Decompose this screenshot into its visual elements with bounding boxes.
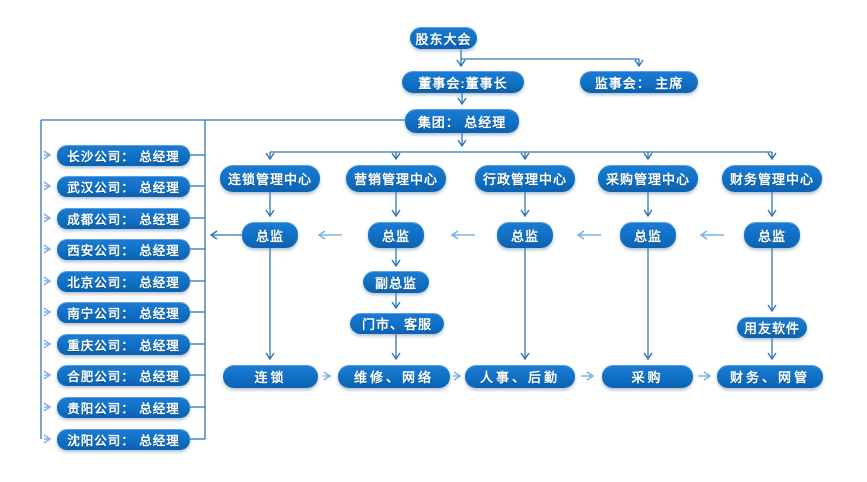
node-group-general-manager: 集团： 总经理 [405, 109, 519, 133]
node-board-of-directors: 董事会:董事长 [402, 71, 524, 93]
node-center-marketing: 营销管理中心 [346, 165, 446, 192]
node-company-guiyang: 贵阳公司： 总经理 [57, 397, 190, 418]
node-dept-chain: 连锁 [223, 365, 318, 388]
node-center-procurement: 采购管理中心 [598, 165, 698, 192]
node-company-wuhan: 武汉公司： 总经理 [57, 176, 190, 197]
node-center-finance: 财务管理中心 [722, 165, 822, 192]
node-company-hefei: 合肥公司： 总经理 [57, 365, 190, 386]
node-retail-customer-service: 门市、客服 [350, 313, 444, 334]
node-shareholders-meeting: 股东大会 [410, 27, 477, 49]
node-company-beijing: 北京公司： 总经理 [57, 271, 190, 292]
node-dept-hr-logistics: 人事、后勤 [465, 365, 575, 388]
node-company-nanning: 南宁公司： 总经理 [57, 302, 190, 323]
node-director-administration: 总监 [497, 222, 553, 248]
node-company-xian: 西安公司： 总经理 [57, 239, 190, 260]
node-dept-procurement: 采购 [602, 365, 693, 388]
node-supervisory-board: 监事会： 主席 [580, 71, 698, 93]
node-center-administration: 行政管理中心 [475, 165, 575, 192]
node-director-finance: 总监 [744, 222, 800, 248]
node-dept-finance-netadmin: 财务、网管 [717, 365, 823, 388]
node-director-procurement: 总监 [620, 222, 676, 248]
node-director-chain: 总监 [242, 222, 298, 248]
node-center-chain: 连锁管理中心 [220, 165, 320, 192]
node-company-chongqing: 重庆公司： 总经理 [57, 334, 190, 355]
node-company-chengdu: 成都公司： 总经理 [57, 208, 190, 229]
node-director-marketing: 总监 [368, 222, 424, 248]
node-company-shenyang: 沈阳公司： 总经理 [57, 429, 190, 450]
node-yonyou-software: 用友软件 [737, 317, 807, 338]
node-deputy-director: 副总监 [363, 271, 429, 293]
node-company-changsha: 长沙公司： 总经理 [57, 145, 190, 166]
node-dept-repair-network: 维修、网络 [338, 365, 450, 388]
